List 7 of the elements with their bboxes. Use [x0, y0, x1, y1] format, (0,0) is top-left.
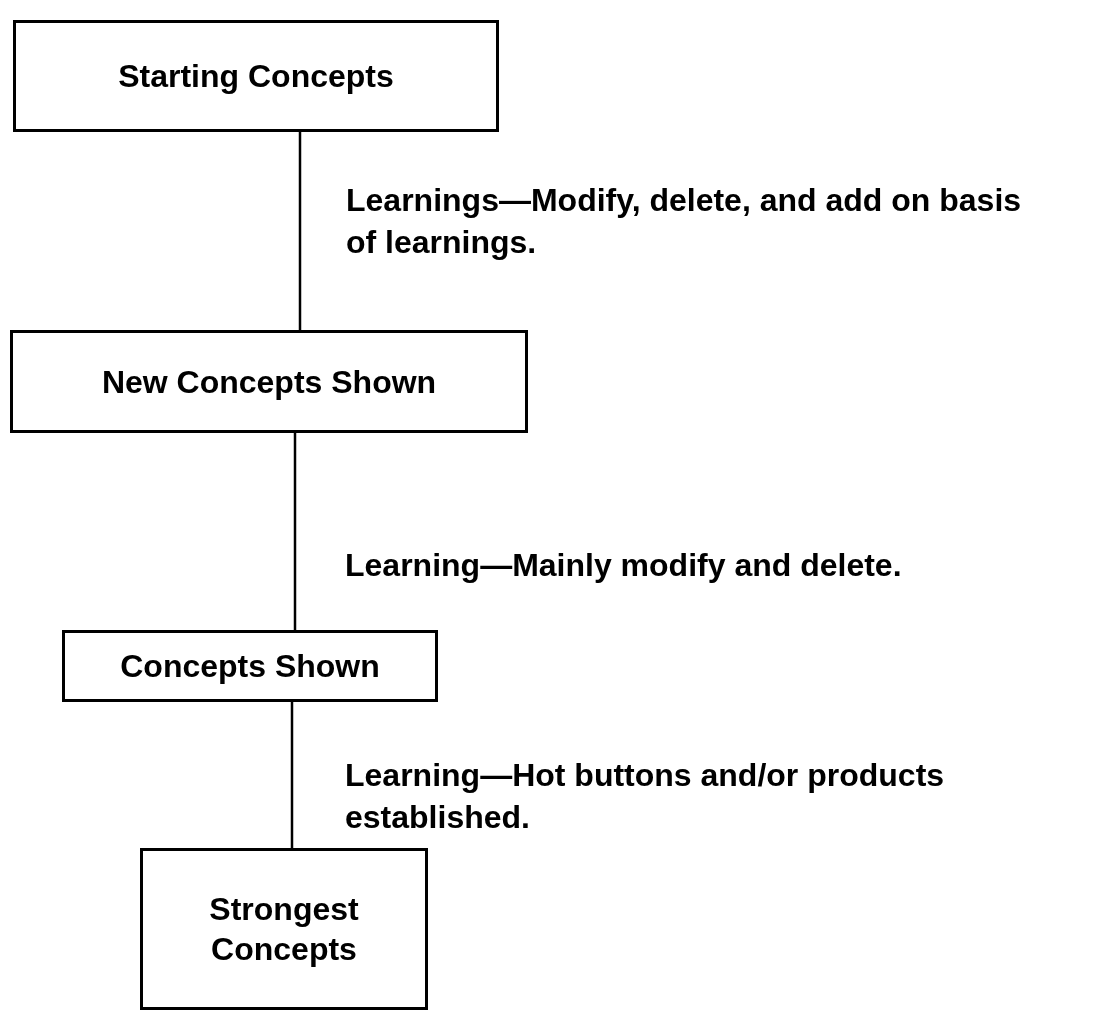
process-box: Concepts Shown [62, 630, 438, 702]
connector-line [293, 433, 297, 630]
process-box: New Concepts Shown [10, 330, 528, 433]
process-box: Strongest Concepts [140, 848, 428, 1010]
connector-line [290, 702, 294, 848]
connector-line [298, 132, 302, 330]
process-box: Starting Concepts [13, 20, 499, 132]
